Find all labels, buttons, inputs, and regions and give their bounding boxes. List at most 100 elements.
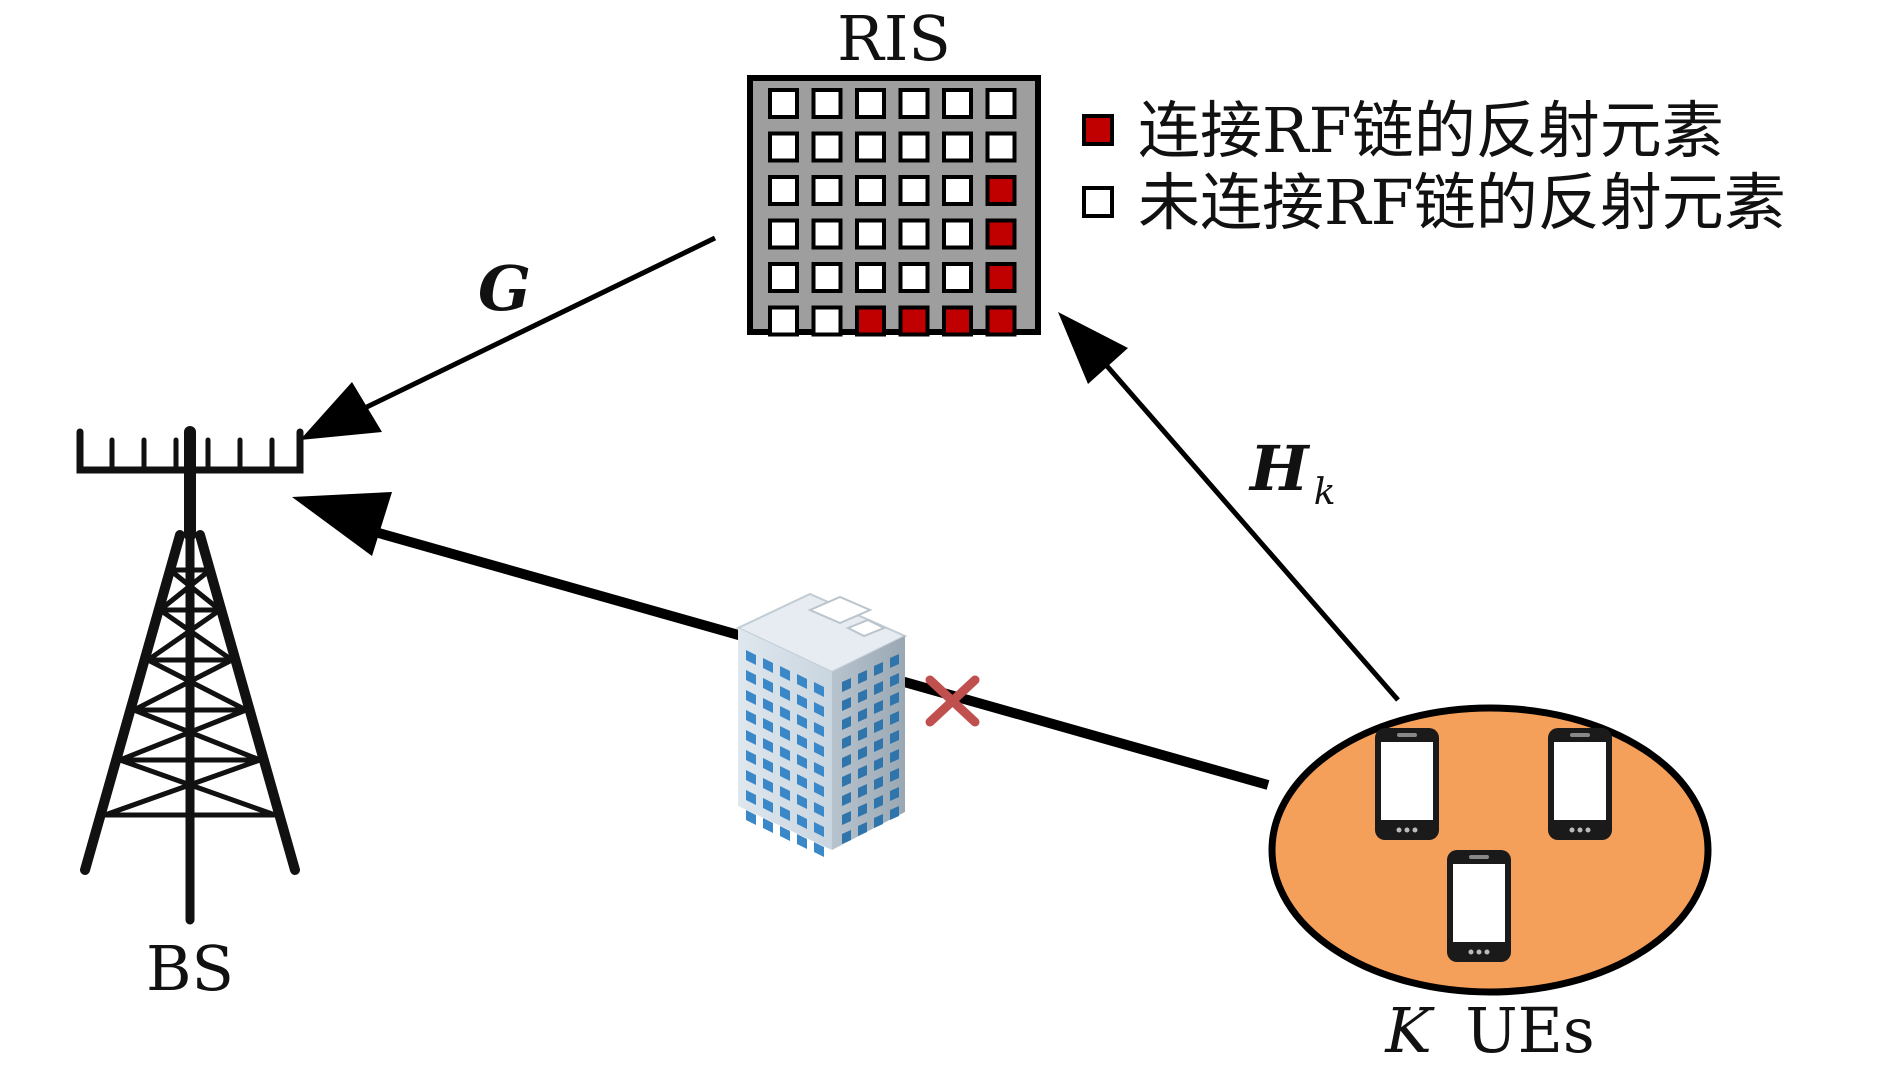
building-window	[874, 776, 883, 790]
ris-panel	[747, 75, 1041, 337]
label-ues: K UEs	[1384, 994, 1594, 1064]
building-window	[858, 689, 867, 703]
building-window	[780, 706, 790, 721]
building-window	[780, 666, 790, 681]
label-ris: RIS	[837, 2, 951, 75]
ris-element-unconnected	[811, 305, 843, 337]
ris-element-connected	[985, 218, 1017, 250]
building-window	[797, 834, 807, 849]
building-window	[874, 757, 883, 771]
building-window	[797, 794, 807, 809]
ris-element-unconnected	[898, 88, 930, 119]
phone-icon	[1447, 850, 1511, 962]
building-window	[814, 782, 824, 797]
building-window	[763, 778, 773, 793]
building-window	[842, 792, 851, 806]
blocked-x-icon	[925, 675, 980, 727]
legend-text-unconnected: 未连接RF链的反射元素	[1138, 166, 1786, 239]
building-window	[746, 770, 756, 785]
building-window	[858, 765, 867, 779]
building-window	[814, 682, 824, 697]
ris-element-connected	[942, 305, 973, 337]
building-window	[814, 762, 824, 777]
building-window	[890, 654, 899, 668]
ris-element-unconnected	[768, 88, 799, 119]
building-window	[874, 719, 883, 733]
legend-text-connected: 连接RF链的反射元素	[1138, 94, 1724, 167]
building-window	[874, 795, 883, 809]
building-window	[780, 826, 790, 841]
building-window	[814, 742, 824, 757]
building-window	[890, 787, 899, 801]
building-window	[746, 650, 756, 665]
label-h: H	[1248, 432, 1311, 505]
building-window	[814, 842, 824, 857]
building-window	[763, 718, 773, 733]
building-window	[763, 758, 773, 773]
arrow-g	[300, 235, 717, 440]
building-window	[890, 768, 899, 782]
ris-element-unconnected	[942, 88, 973, 119]
building-window	[858, 670, 867, 684]
building-window	[797, 714, 807, 729]
building-window	[763, 678, 773, 693]
building-window	[874, 814, 883, 828]
ris-element-connected	[985, 305, 1017, 337]
building-window	[797, 734, 807, 749]
ris-element-unconnected	[855, 262, 886, 293]
building-window	[890, 730, 899, 744]
ris-element-unconnected	[768, 218, 799, 250]
building-window	[842, 811, 851, 825]
phone-icon	[1375, 728, 1439, 840]
building-window	[746, 810, 756, 825]
label-ues-k: K	[1384, 994, 1435, 1064]
building-window	[763, 798, 773, 813]
ris-element-connected	[898, 305, 930, 337]
building-window	[814, 722, 824, 737]
legend-swatch-connected	[1082, 114, 1114, 146]
ris-element-unconnected	[985, 131, 1017, 163]
legend-swatch-unconnected	[1082, 186, 1114, 218]
building-window	[874, 700, 883, 714]
label-g: G	[478, 252, 531, 325]
building-window	[858, 708, 867, 722]
ris-element-unconnected	[855, 131, 886, 163]
ris-element-unconnected	[942, 175, 973, 206]
ris-element-connected	[985, 175, 1017, 206]
label-hk: H k	[1248, 432, 1336, 513]
building-window	[874, 681, 883, 695]
building-window	[842, 678, 851, 692]
phone-icon	[1548, 728, 1612, 840]
bs-tower-icon	[76, 426, 304, 925]
ris-element-unconnected	[855, 218, 886, 250]
legend: 连接RF链的反射元素 未连接RF链的反射元素	[1082, 94, 1786, 239]
ris-element-unconnected	[768, 175, 799, 206]
building-window	[842, 830, 851, 844]
ris-element-unconnected	[898, 175, 930, 206]
building-window	[858, 822, 867, 836]
building-window	[858, 803, 867, 817]
building-window	[814, 802, 824, 817]
building-windows	[746, 650, 899, 857]
ris-element-unconnected	[811, 218, 843, 250]
ris-element-connected	[985, 262, 1017, 293]
building-window	[858, 746, 867, 760]
building-window	[746, 730, 756, 745]
ris-element-grid	[768, 88, 1017, 337]
ris-element-unconnected	[811, 262, 843, 293]
building-window	[842, 716, 851, 730]
building-window	[780, 766, 790, 781]
ris-element-unconnected	[855, 88, 886, 119]
building-window	[780, 746, 790, 761]
building-window	[780, 786, 790, 801]
building-window	[890, 711, 899, 725]
building-window	[780, 806, 790, 821]
building-icon	[735, 592, 908, 857]
ris-element-unconnected	[942, 131, 973, 163]
building-window	[842, 697, 851, 711]
building-window	[842, 773, 851, 787]
building-window	[763, 818, 773, 833]
ris-element-unconnected	[898, 262, 930, 293]
label-bs: BS	[146, 932, 234, 1005]
